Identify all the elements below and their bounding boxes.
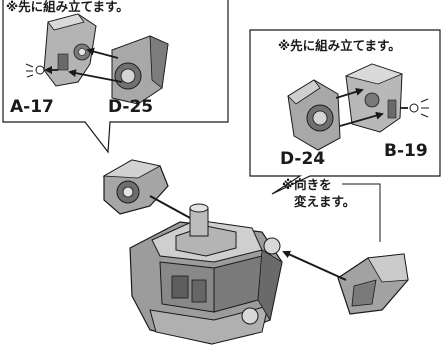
part-d24-shell bbox=[287, 79, 341, 151]
label-d24: D-24 bbox=[280, 149, 325, 169]
right-callout-frame bbox=[249, 29, 441, 195]
label-d25: D-25 bbox=[108, 97, 153, 117]
part-b19-pin bbox=[409, 98, 429, 118]
label-b19: B-19 bbox=[384, 141, 428, 161]
orientation-note-line1: ※向きを bbox=[282, 177, 332, 192]
side-armor-plate bbox=[337, 253, 409, 315]
right-callout-note: ※先に組み立てます。 bbox=[278, 38, 401, 53]
arrow-left-1 bbox=[86, 47, 119, 59]
part-b19-shell bbox=[344, 63, 404, 133]
orientation-leader-line bbox=[342, 183, 381, 242]
arrow-right-2 bbox=[339, 111, 384, 127]
arrow-left-2 bbox=[68, 69, 123, 83]
orientation-note-line2: 変えます。 bbox=[294, 194, 355, 209]
label-a17: A-17 bbox=[10, 97, 54, 117]
torso-block bbox=[129, 203, 283, 345]
orientation-note: ※向きを 変えます。 bbox=[282, 177, 381, 242]
right-callout: ※先に組み立てます。 D-24 B-19 bbox=[249, 29, 441, 195]
left-callout-note: ※先に組み立てます。 bbox=[6, 0, 129, 14]
arrow-into-torso-right bbox=[282, 250, 347, 281]
arrow-right-1 bbox=[335, 87, 364, 99]
shoulder-subassembly bbox=[102, 159, 169, 215]
left-callout: ※先に組み立てます。 A-17 D-25 bbox=[2, 0, 229, 154]
